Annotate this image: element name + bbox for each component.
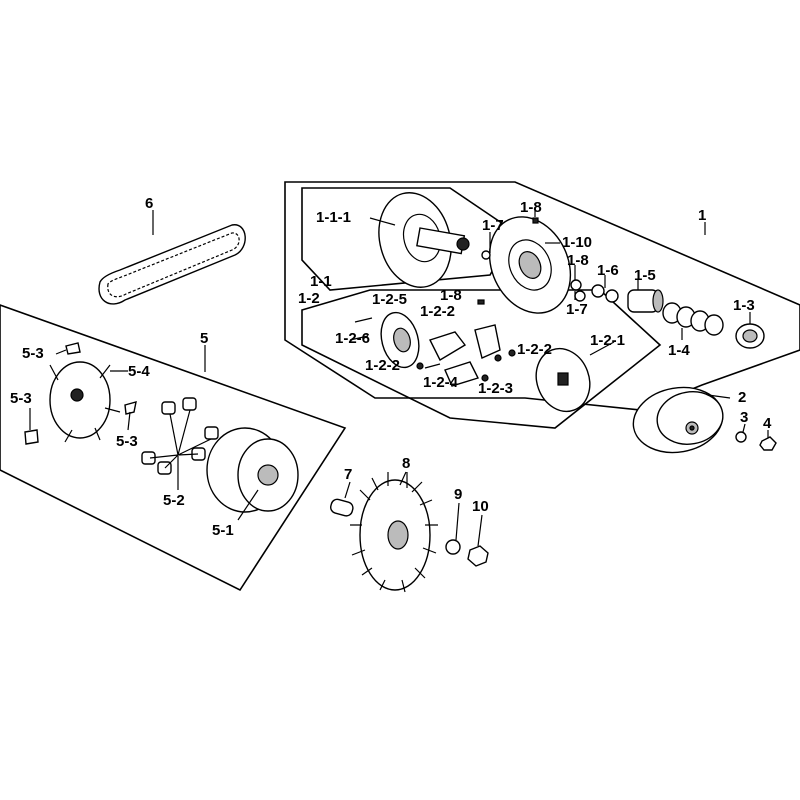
group-box-1-1	[301, 187, 517, 291]
label-5-3-left: 5-3	[10, 390, 32, 407]
compression-spring	[662, 302, 724, 336]
label-1-10: 1-10	[562, 234, 592, 251]
label-1: 1	[698, 207, 706, 224]
label-1-8-top: 1-8	[520, 199, 542, 216]
label-5-1: 5-1	[212, 522, 234, 539]
spring-cap	[735, 323, 765, 349]
label-5: 5	[200, 330, 208, 347]
lock-nut	[759, 436, 777, 451]
label-1-7-right: 1-7	[566, 301, 588, 318]
movable-driven-face	[488, 216, 572, 314]
driven-face-with-shaft	[378, 192, 470, 288]
label-1-8-right: 1-8	[567, 252, 589, 269]
slide-piece-mid	[124, 401, 137, 415]
group-box-5	[0, 304, 347, 592]
drive-belt	[98, 224, 246, 305]
drive-face-collar	[330, 498, 354, 517]
label-1-2-4: 1-2-4	[423, 374, 459, 391]
label-6: 6	[145, 195, 153, 212]
label-3: 3	[740, 409, 748, 426]
label-10: 10	[472, 498, 489, 515]
label-1-2-2-top: 1-2-2	[420, 303, 455, 320]
fan-nut	[467, 545, 489, 567]
label-1-2-2-left: 1-2-2	[365, 357, 400, 374]
label-1-1: 1-1	[310, 273, 332, 290]
clutch-drive-plate	[535, 347, 591, 413]
label-7: 7	[344, 466, 352, 483]
label-1-8-mid: 1-8	[440, 287, 462, 304]
label-1-2-3: 1-2-3	[478, 380, 513, 397]
label-1-2-1: 1-2-1	[590, 332, 625, 349]
fan-washer	[445, 539, 461, 555]
label-1-2: 1-2	[298, 290, 320, 307]
label-8: 8	[402, 455, 410, 472]
label-5-2: 5-2	[163, 492, 185, 509]
callout-labels: 6 1 1-1-1 1-7 1-8 1-10 1-8 1-6 1-5 1-7 1…	[10, 195, 772, 539]
washer	[735, 431, 747, 443]
label-1-1-1: 1-1-1	[316, 209, 351, 226]
label-1-2-5: 1-2-5	[372, 291, 407, 308]
label-2: 2	[738, 389, 746, 406]
spring-seat-collar	[627, 289, 664, 313]
clutch-shoe-assembly	[349, 311, 516, 387]
weight-rollers	[141, 397, 219, 475]
label-4: 4	[763, 415, 772, 432]
label-5-4: 5-4	[128, 363, 150, 380]
ramp-plate	[49, 361, 121, 443]
label-1-2-6: 1-2-6	[335, 330, 370, 347]
leader-lines	[29, 210, 769, 547]
label-1-4: 1-4	[668, 342, 690, 359]
movable-drive-face	[206, 427, 299, 513]
label-1-5: 1-5	[634, 267, 656, 284]
small-seals-pins	[477, 217, 619, 305]
clutch-outer-housing	[632, 386, 724, 454]
slide-piece-top	[65, 342, 81, 355]
label-5-3-mid: 5-3	[116, 433, 138, 450]
label-1-6: 1-6	[597, 262, 619, 279]
slide-piece-left	[24, 429, 39, 445]
group-box-1-2	[301, 289, 662, 429]
label-9: 9	[454, 486, 462, 503]
label-1-3: 1-3	[733, 297, 755, 314]
label-1-2-2-right: 1-2-2	[517, 341, 552, 358]
label-5-3-top: 5-3	[22, 345, 44, 362]
drive-face-fan	[350, 471, 438, 593]
label-1-7-top: 1-7	[482, 217, 504, 234]
